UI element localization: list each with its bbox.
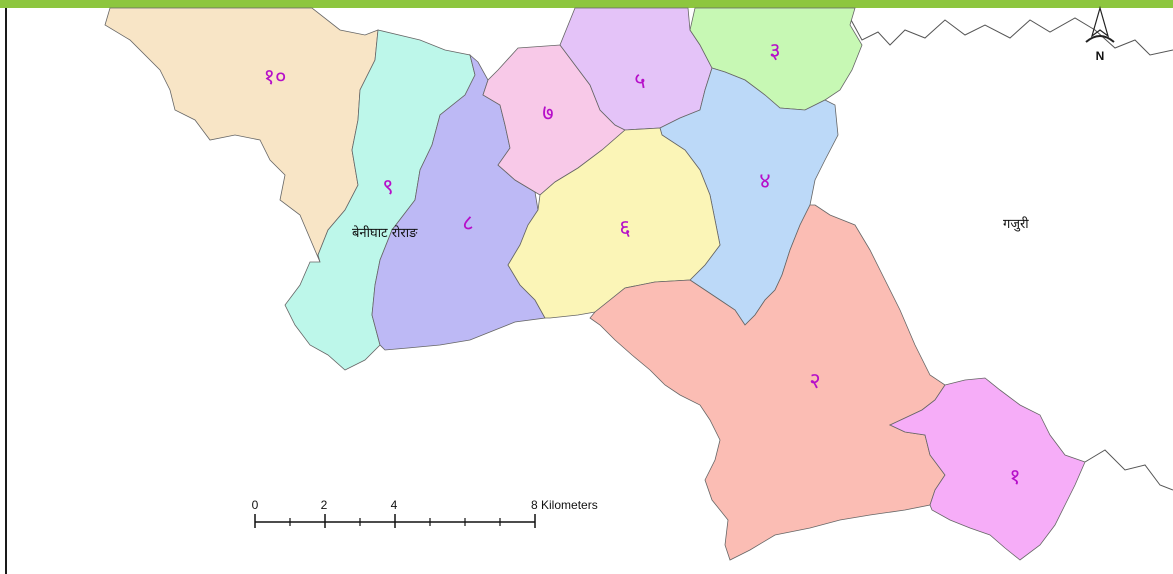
ward-1-label: १ [1009,465,1020,490]
north-boundary-line [814,9,1173,56]
ward-2-label: २ [809,369,820,394]
ward-5-label: ५ [634,69,645,94]
scale-bar: 0 2 4 8 Kilometers [252,498,598,528]
ward-6-region [507,127,721,319]
north-arrow-base [1085,35,1115,43]
scale-label-4: 4 [391,498,398,512]
north-arrow: N [1085,5,1115,63]
ward-1-region [889,377,1086,561]
scale-label-0: 0 [252,498,259,512]
ward-6-label: ६ [619,216,630,241]
place-label-gajuri: गजुरी [1003,216,1029,232]
ward-4-label: ४ [759,169,770,194]
ward-3-label: ३ [769,39,780,64]
top-accent-bar [0,0,1173,8]
east-boundary-line [1084,449,1173,491]
ward-8-label: ८ [462,211,473,236]
north-arrow-label: N [1096,49,1105,63]
ward-7-label: ७ [542,101,553,126]
scale-label-2: 2 [321,498,328,512]
left-border-line [5,8,7,574]
ward-10-label: १० [264,65,287,90]
north-arrow-icon [1090,5,1110,38]
ward-9-label: ९ [382,175,393,200]
scale-label-8-km: 8 Kilometers [531,498,598,512]
place-label-benighat-rorang: बेनीघाट रोराङ [352,225,418,241]
